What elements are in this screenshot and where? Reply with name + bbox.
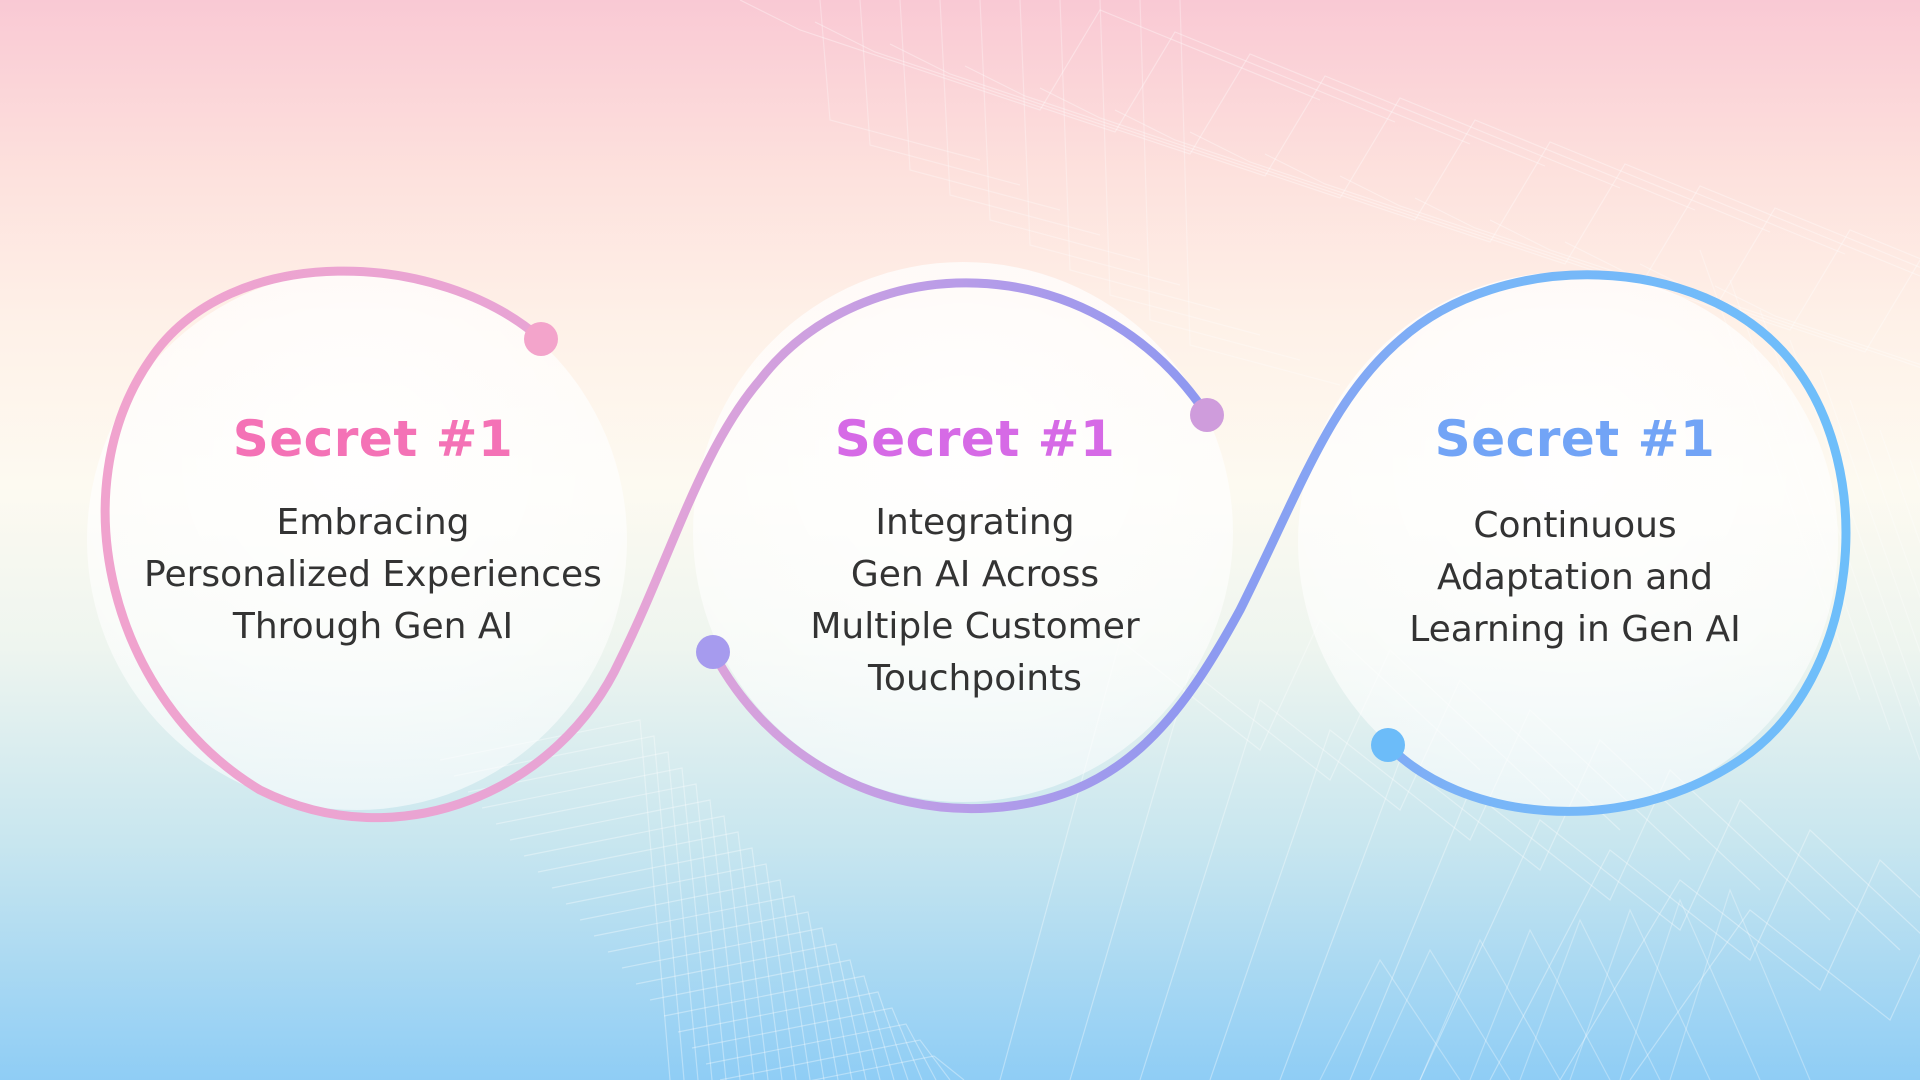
- step-2-description: Integrating Gen AI Across Multiple Custo…: [810, 502, 1140, 699]
- background-line: [1019, 0, 1181, 286]
- background-line: [1619, 898, 1761, 1080]
- background-line: [663, 975, 895, 1080]
- step-3-title: Secret #1: [1434, 410, 1716, 468]
- background-line: [523, 815, 755, 1080]
- background-line: [1369, 948, 1511, 1080]
- step-2-title: Secret #1: [834, 410, 1116, 468]
- background-line: [1559, 858, 1920, 1080]
- background-line: [859, 0, 1021, 186]
- step-3-description: Continuous Adaptation and Learning in Ge…: [1409, 505, 1741, 650]
- step-2: Secret #1 Integrating Gen AI Across Mult…: [810, 412, 1139, 705]
- background-line: [1039, 87, 1621, 199]
- background-line: [814, 21, 1396, 133]
- background-line: [1489, 219, 1920, 331]
- background-line: [593, 895, 825, 1080]
- background-line: [1519, 918, 1661, 1080]
- background-line: [1099, 0, 1261, 336]
- background-line: [939, 0, 1101, 236]
- background-line: [819, 0, 981, 161]
- step-1-title: Secret #1: [232, 410, 514, 468]
- background-line: [635, 943, 867, 1080]
- background-line: [1114, 109, 1696, 221]
- background-line: [1669, 888, 1811, 1080]
- connector-dot-1: [524, 322, 558, 356]
- background-line: [1414, 197, 1920, 309]
- background-line: [565, 863, 797, 1080]
- background-line: [691, 1007, 923, 1080]
- background-line: [719, 1039, 951, 1080]
- background-line: [1179, 0, 1341, 386]
- background-line: [1489, 828, 1920, 1080]
- background-line: [810, 1055, 965, 1080]
- background-line: [607, 911, 839, 1080]
- background-line: [649, 959, 881, 1080]
- background-line: [1419, 798, 1901, 1080]
- step-1-description: Embracing Personalized Experiences Throu…: [144, 502, 602, 647]
- background-line: [621, 927, 853, 1080]
- flow-path: [100, 266, 1851, 823]
- step-3: Secret #1 Continuous Adaptation and Lear…: [1409, 412, 1741, 656]
- background-line: [467, 751, 699, 1080]
- background-line: [889, 43, 1471, 155]
- step-1: Secret #1 Embracing Personalized Experie…: [144, 412, 602, 653]
- background-line: [1139, 0, 1301, 361]
- background-line: [1319, 958, 1461, 1080]
- background-line: [1264, 153, 1846, 265]
- background-line: [1349, 768, 1831, 1080]
- background-line: [1819, 369, 1920, 654]
- background-line: [579, 879, 811, 1080]
- background-line: [453, 735, 685, 1080]
- background-line: [979, 0, 1141, 261]
- background-line: [551, 847, 783, 1080]
- background-line: [495, 783, 727, 1080]
- card-circle-2: [693, 262, 1233, 802]
- card-circle-3: [1298, 272, 1838, 812]
- background-line: [705, 1023, 937, 1080]
- card-circle-1: [87, 270, 627, 810]
- background-line: [1059, 0, 1221, 311]
- background-line: [1789, 339, 1920, 708]
- background-line: [1419, 938, 1561, 1080]
- background-line: [1849, 399, 1920, 599]
- background-line: [677, 991, 909, 1080]
- background-line: [1469, 928, 1611, 1080]
- background-line: [964, 65, 1546, 177]
- background-line: [537, 831, 769, 1080]
- connector-dot-3: [696, 635, 730, 669]
- background-line: [1189, 131, 1771, 243]
- background-line: [899, 0, 1061, 211]
- background-line: [1879, 429, 1920, 545]
- background-line: [509, 799, 741, 1080]
- background-line: [1569, 908, 1711, 1080]
- background-line: [481, 767, 713, 1080]
- background-line: [1714, 285, 1920, 365]
- background-line: [1629, 909, 1920, 1080]
- background-line: [739, 0, 1321, 111]
- connector-dot-4: [1371, 728, 1405, 762]
- background-line: [1564, 241, 1920, 353]
- connector-dot-2: [1190, 398, 1224, 432]
